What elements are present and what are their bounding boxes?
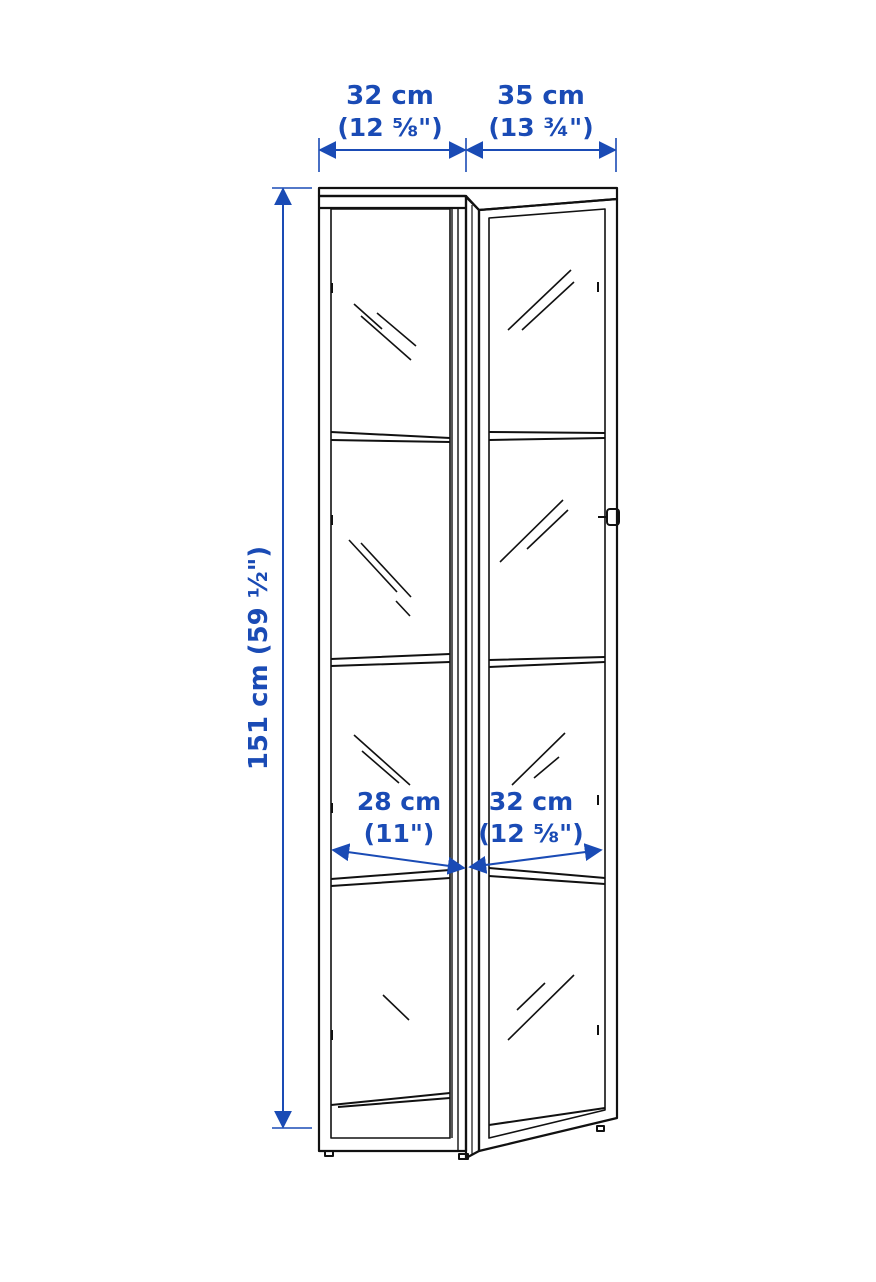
door-knob bbox=[598, 508, 620, 526]
dimension-top-width: 32 cm (12 ⅝") bbox=[318, 81, 467, 172]
hinges bbox=[331, 282, 599, 1040]
glass-cabinet-illustration bbox=[317, 186, 620, 1160]
top-width-metric: 32 cm bbox=[346, 81, 434, 111]
cabinet-feet bbox=[324, 1125, 605, 1160]
door-glass-panel bbox=[488, 208, 606, 1139]
dimension-inner-depth: 32 cm (12 ⅝") bbox=[468, 787, 603, 874]
inner-depth-metric: 32 cm bbox=[489, 787, 573, 816]
left-glass-panel bbox=[330, 208, 451, 1139]
dimension-height: 151 cm (59 ½") bbox=[244, 187, 312, 1129]
top-depth-metric: 35 cm bbox=[497, 81, 585, 111]
dimension-top-depth: 35 cm (13 ¾") bbox=[465, 81, 617, 172]
inner-depth-imperial: (12 ⅝") bbox=[478, 819, 583, 848]
top-depth-imperial: (13 ¾") bbox=[488, 113, 593, 142]
top-width-imperial: (12 ⅝") bbox=[337, 113, 442, 142]
inner-width-metric: 28 cm bbox=[357, 787, 441, 816]
shelves bbox=[330, 431, 606, 1126]
glass-reflections bbox=[348, 269, 575, 1041]
dimension-inner-width: 28 cm (11") bbox=[331, 787, 466, 875]
height-label: 151 cm (59 ½") bbox=[244, 546, 274, 770]
cabinet-left-side bbox=[317, 194, 468, 1153]
inner-width-imperial: (11") bbox=[364, 819, 435, 848]
cabinet-door bbox=[477, 197, 619, 1153]
